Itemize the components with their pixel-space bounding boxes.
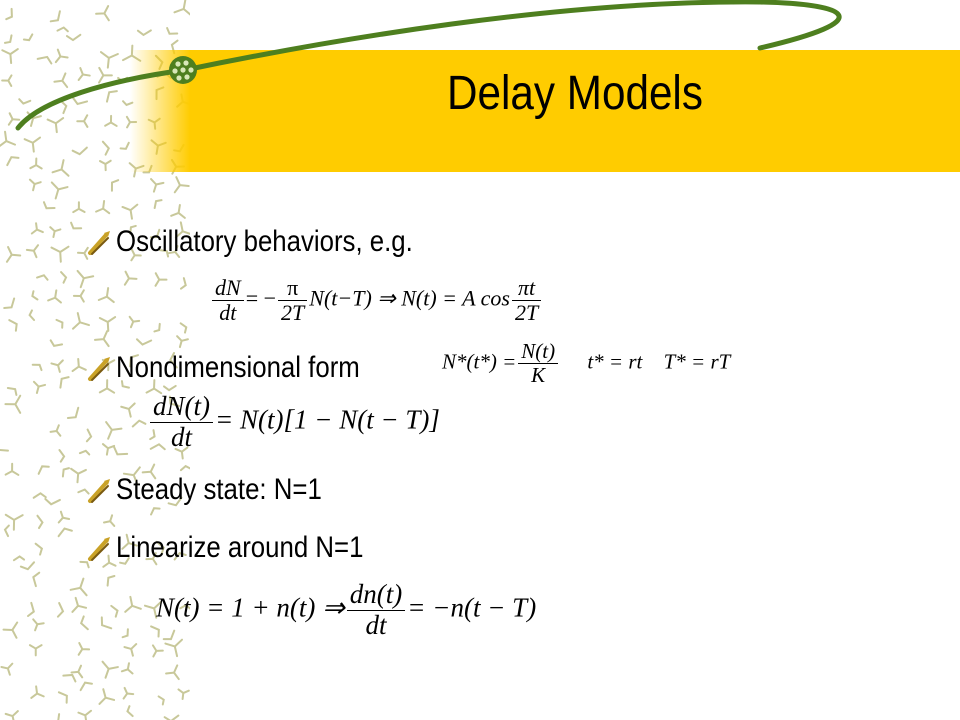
- eq-expression: = −n(t − T): [407, 592, 537, 623]
- eq-numerator: π: [278, 275, 308, 302]
- eq-numerator: dN: [215, 275, 241, 300]
- slide-title: Delay Models: [447, 67, 703, 120]
- bullet-oscillatory: Oscillatory behaviors, e.g.: [84, 222, 461, 262]
- bullet-icon: [88, 479, 110, 503]
- eq-T-star: T* = rT: [663, 349, 731, 374]
- eq-denominator: dt: [170, 421, 192, 452]
- eq-denominator: dt: [219, 300, 237, 326]
- bullet-label: Steady state: N=1: [116, 473, 322, 506]
- bullet-icon: [88, 537, 110, 561]
- eq-operator: = −: [245, 285, 277, 311]
- bullet-steady-state: Steady state: N=1: [84, 470, 355, 510]
- eq-t-star: t* = rt: [587, 349, 643, 374]
- eq-expression: N(t−T) ⇒ N(t) = A cos: [309, 285, 510, 311]
- equation-linearized: N(t) = 1 + n(t) ⇒dn(t)dt = −n(t − T): [156, 579, 537, 640]
- equation-nondimensional: N*(t*) =N(t)K t* = rt T* = rT: [442, 339, 731, 388]
- background-pattern: [0, 0, 190, 720]
- title-band: [190, 50, 960, 172]
- eq-numerator: dn(t): [349, 579, 403, 609]
- eq-denominator: K: [531, 363, 546, 388]
- eq-numerator: N(t): [521, 339, 556, 363]
- eq-denominator: 2T: [514, 300, 539, 326]
- eq-expression: = N(t)[1 − N(t − T)]: [215, 404, 440, 435]
- bullet-label: Nondimensional form: [116, 351, 360, 384]
- eq-expression: N(t) = 1 + n(t) ⇒: [156, 592, 345, 623]
- bullet-label: Oscillatory behaviors, e.g.: [116, 225, 413, 258]
- decorative-swoosh: [15, 0, 842, 131]
- eq-expression: N*(t*) =: [442, 349, 517, 374]
- bullet-label: Linearize around N=1: [116, 531, 364, 564]
- bullet-icon: [88, 357, 110, 381]
- bullet-nondimensional: Nondimensional form: [84, 348, 399, 388]
- eq-numerator: πt: [518, 275, 536, 300]
- equation-logistic-delay: dN(t)dt = N(t)[1 − N(t − T)]: [148, 391, 440, 452]
- bullet-linearize: Linearize around N=1: [84, 528, 404, 568]
- bullet-icon: [88, 231, 110, 255]
- eq-denominator: 2T: [281, 300, 305, 326]
- eq-numerator: dN(t): [153, 391, 210, 421]
- dotted-ball-icon: [169, 56, 197, 84]
- eq-denominator: dt: [365, 609, 387, 640]
